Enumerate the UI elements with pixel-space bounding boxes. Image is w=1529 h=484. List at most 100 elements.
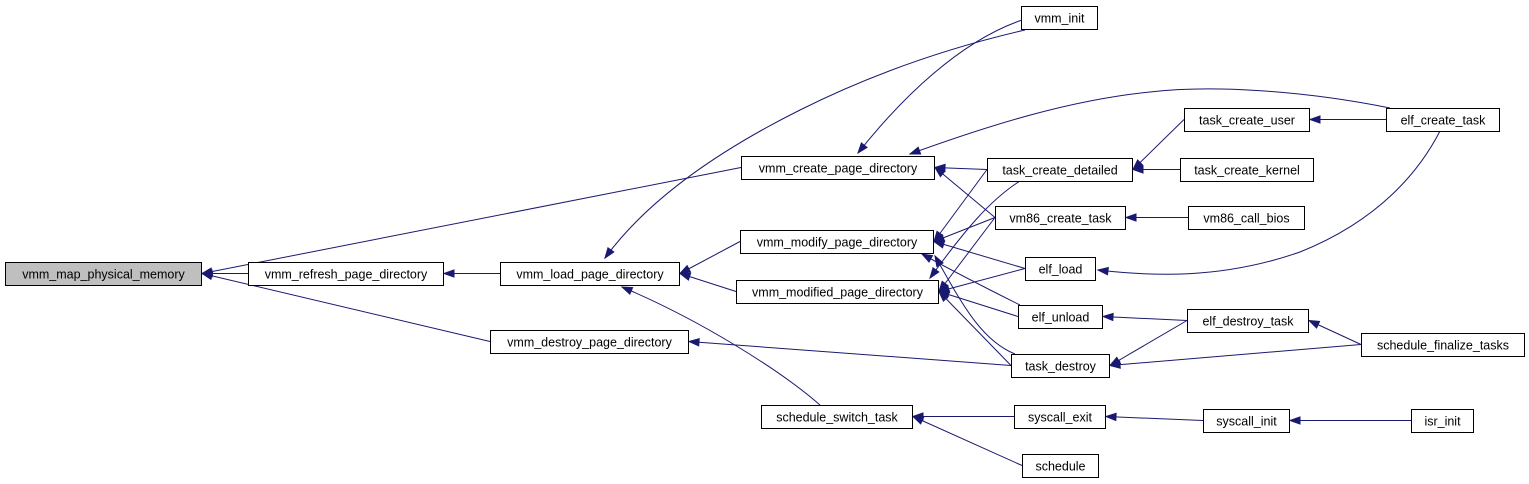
- node-box: [1187, 309, 1309, 333]
- node-schedule_switch_task[interactable]: schedule_switch_task: [761, 405, 913, 429]
- arrowhead-isr_init-to-syscall_init: [1288, 416, 1301, 425]
- edge-vm86_create_task-to-vmm_create_page_directory: [934, 167, 996, 218]
- arrowhead-vm86_call_bios-to-vm86_create_task: [1124, 213, 1137, 222]
- arrowhead-task_destroy-to-vmm_modified_page_directory: [937, 290, 950, 303]
- node-task_destroy[interactable]: task_destroy: [1011, 354, 1110, 378]
- edge-elf_destroy_task-to-task_destroy: [1109, 320, 1188, 366]
- node-label: vmm_refresh_page_directory: [265, 268, 428, 282]
- edge-schedule-to-schedule_switch_task: [912, 416, 1023, 466]
- node-box: [1411, 409, 1474, 433]
- node-box: [5, 262, 202, 286]
- node-label: isr_init: [1424, 415, 1461, 429]
- arrowhead-vmm_destroy_page_directory-to-vmm_map_physical_memory: [200, 271, 214, 281]
- node-syscall_init[interactable]: syscall_init: [1203, 409, 1290, 433]
- edge-elf_load-to-vmm_modified_page_directory: [938, 268, 1026, 292]
- node-box: [995, 206, 1126, 230]
- node-vmm_modify_page_directory[interactable]: vmm_modify_page_directory: [740, 230, 934, 254]
- node-label: task_create_detailed: [1002, 164, 1117, 178]
- arrowhead-vmm_init-to-vmm_load_page_directory: [604, 246, 615, 260]
- arrowhead-elf_unload-to-vmm_modify_page_directory: [920, 253, 934, 263]
- node-elf_unload[interactable]: elf_unload: [1018, 305, 1103, 329]
- node-label: elf_unload: [1032, 311, 1090, 325]
- node-task_create_kernel[interactable]: task_create_kernel: [1180, 158, 1314, 182]
- edge-task_destroy-to-vmm_modify_page_directory: [934, 255, 1016, 355]
- arrowhead-elf_destroy_task-to-elf_unload: [1101, 312, 1114, 322]
- node-box: [1180, 158, 1314, 182]
- node-label: vmm_modify_page_directory: [757, 236, 918, 250]
- edge-elf_unload-to-vmm_modified_page_directory: [938, 291, 1019, 317]
- edge-vmm_init-to-vmm_create_page_directory: [857, 18, 1026, 154]
- node-schedule[interactable]: schedule: [1022, 454, 1099, 478]
- node-box: [741, 156, 935, 180]
- node-isr_init[interactable]: isr_init: [1411, 409, 1474, 433]
- edge-vmm_modify_page_directory-to-vmm_load_page_directory: [679, 241, 741, 274]
- edge-task_create_detailed-to-vmm_modified_page_directory: [929, 180, 1021, 279]
- node-box: [761, 405, 913, 429]
- node-box: [1011, 354, 1110, 378]
- node-vmm_init[interactable]: vmm_init: [1021, 6, 1098, 30]
- node-vmm_map_physical_memory[interactable]: vmm_map_physical_memory: [5, 262, 202, 286]
- node-label: task_destroy: [1025, 360, 1097, 374]
- node-label: schedule_switch_task: [776, 411, 898, 425]
- node-box: [1025, 257, 1096, 281]
- node-label: vmm_load_page_directory: [516, 268, 664, 282]
- node-vmm_modified_page_directory[interactable]: vmm_modified_page_directory: [736, 280, 939, 304]
- arrowhead-vm86_create_task-to-vmm_create_page_directory: [933, 166, 946, 178]
- arrowhead-elf_create_task-to-elf_load: [1096, 266, 1109, 276]
- node-box: [1188, 206, 1305, 230]
- node-elf_destroy_task[interactable]: elf_destroy_task: [1187, 309, 1309, 333]
- node-label: task_create_kernel: [1194, 164, 1300, 178]
- node-task_create_detailed[interactable]: task_create_detailed: [987, 158, 1133, 182]
- edge-vm86_create_task-to-vmm_modified_page_directory: [938, 217, 996, 292]
- node-label: vm86_create_task: [1009, 212, 1112, 226]
- node-box: [1021, 6, 1098, 30]
- node-schedule_finalize_tasks[interactable]: schedule_finalize_tasks: [1361, 333, 1525, 357]
- call-graph-nodes: vmm_map_physical_memory vmm_refresh_page_…: [5, 6, 1525, 478]
- node-box: [1018, 305, 1103, 329]
- node-box: [248, 262, 444, 286]
- arrowhead-syscall_init-to-syscall_exit: [1104, 412, 1117, 422]
- node-box: [1386, 108, 1500, 132]
- edge-vmm_init-to-vmm_load_page_directory: [604, 29, 1026, 259]
- node-label: schedule: [1035, 460, 1085, 474]
- edge-elf_destroy_task-to-elf_unload: [1102, 316, 1188, 321]
- node-label: elf_load: [1039, 263, 1083, 277]
- node-vmm_destroy_page_directory[interactable]: vmm_destroy_page_directory: [490, 330, 689, 354]
- edge-vm86_create_task-to-vmm_modify_page_directory: [933, 217, 996, 242]
- arrowhead-vmm_init-to-vmm_create_page_directory: [857, 142, 868, 155]
- node-box: [740, 230, 934, 254]
- edge-elf_create_task-to-vmm_create_page_directory: [909, 88, 1391, 155]
- node-box: [1022, 454, 1099, 478]
- node-box: [1014, 405, 1106, 429]
- node-label: vmm_modified_page_directory: [752, 286, 924, 300]
- node-label: elf_create_task: [1401, 114, 1487, 128]
- edge-task_destroy-to-vmm_modified_page_directory: [938, 291, 1012, 366]
- arrowhead-schedule-to-schedule_switch_task: [911, 415, 925, 425]
- arrowhead-elf_create_task-to-vmm_create_page_directory: [908, 146, 922, 155]
- arrowhead-elf_create_task-to-task_create_user: [1308, 115, 1321, 124]
- arrowhead-vmm_modify_page_directory-to-vmm_load_page_directory: [678, 264, 692, 275]
- node-task_create_user[interactable]: task_create_user: [1184, 108, 1310, 132]
- node-box: [500, 262, 680, 286]
- node-elf_create_task[interactable]: elf_create_task: [1386, 108, 1500, 132]
- node-vmm_create_page_directory[interactable]: vmm_create_page_directory: [741, 156, 935, 180]
- edge-elf_create_task-to-elf_load: [1097, 130, 1441, 275]
- node-vmm_refresh_page_directory[interactable]: vmm_refresh_page_directory: [248, 262, 444, 286]
- node-vm86_call_bios[interactable]: vm86_call_bios: [1188, 206, 1305, 230]
- node-label: syscall_init: [1216, 415, 1277, 429]
- arrowhead-vmm_modified_page_directory-to-vmm_load_page_directory: [678, 272, 692, 281]
- node-box: [490, 330, 689, 354]
- node-label: vm86_call_bios: [1203, 212, 1289, 226]
- arrowhead-elf_load-to-vmm_modify_page_directory: [932, 240, 946, 249]
- node-vm86_create_task[interactable]: vm86_create_task: [995, 206, 1126, 230]
- node-label: vmm_map_physical_memory: [22, 268, 185, 282]
- node-vmm_load_page_directory[interactable]: vmm_load_page_directory: [500, 262, 680, 286]
- node-box: [1184, 108, 1310, 132]
- node-label: elf_destroy_task: [1202, 315, 1294, 329]
- call-graph-edges: [200, 18, 1441, 466]
- edge-task_create_user-to-task_create_detailed: [1132, 119, 1185, 170]
- node-elf_load[interactable]: elf_load: [1025, 257, 1096, 281]
- node-syscall_exit[interactable]: syscall_exit: [1014, 405, 1106, 429]
- edge-schedule_finalize_tasks-to-task_destroy: [1109, 344, 1362, 366]
